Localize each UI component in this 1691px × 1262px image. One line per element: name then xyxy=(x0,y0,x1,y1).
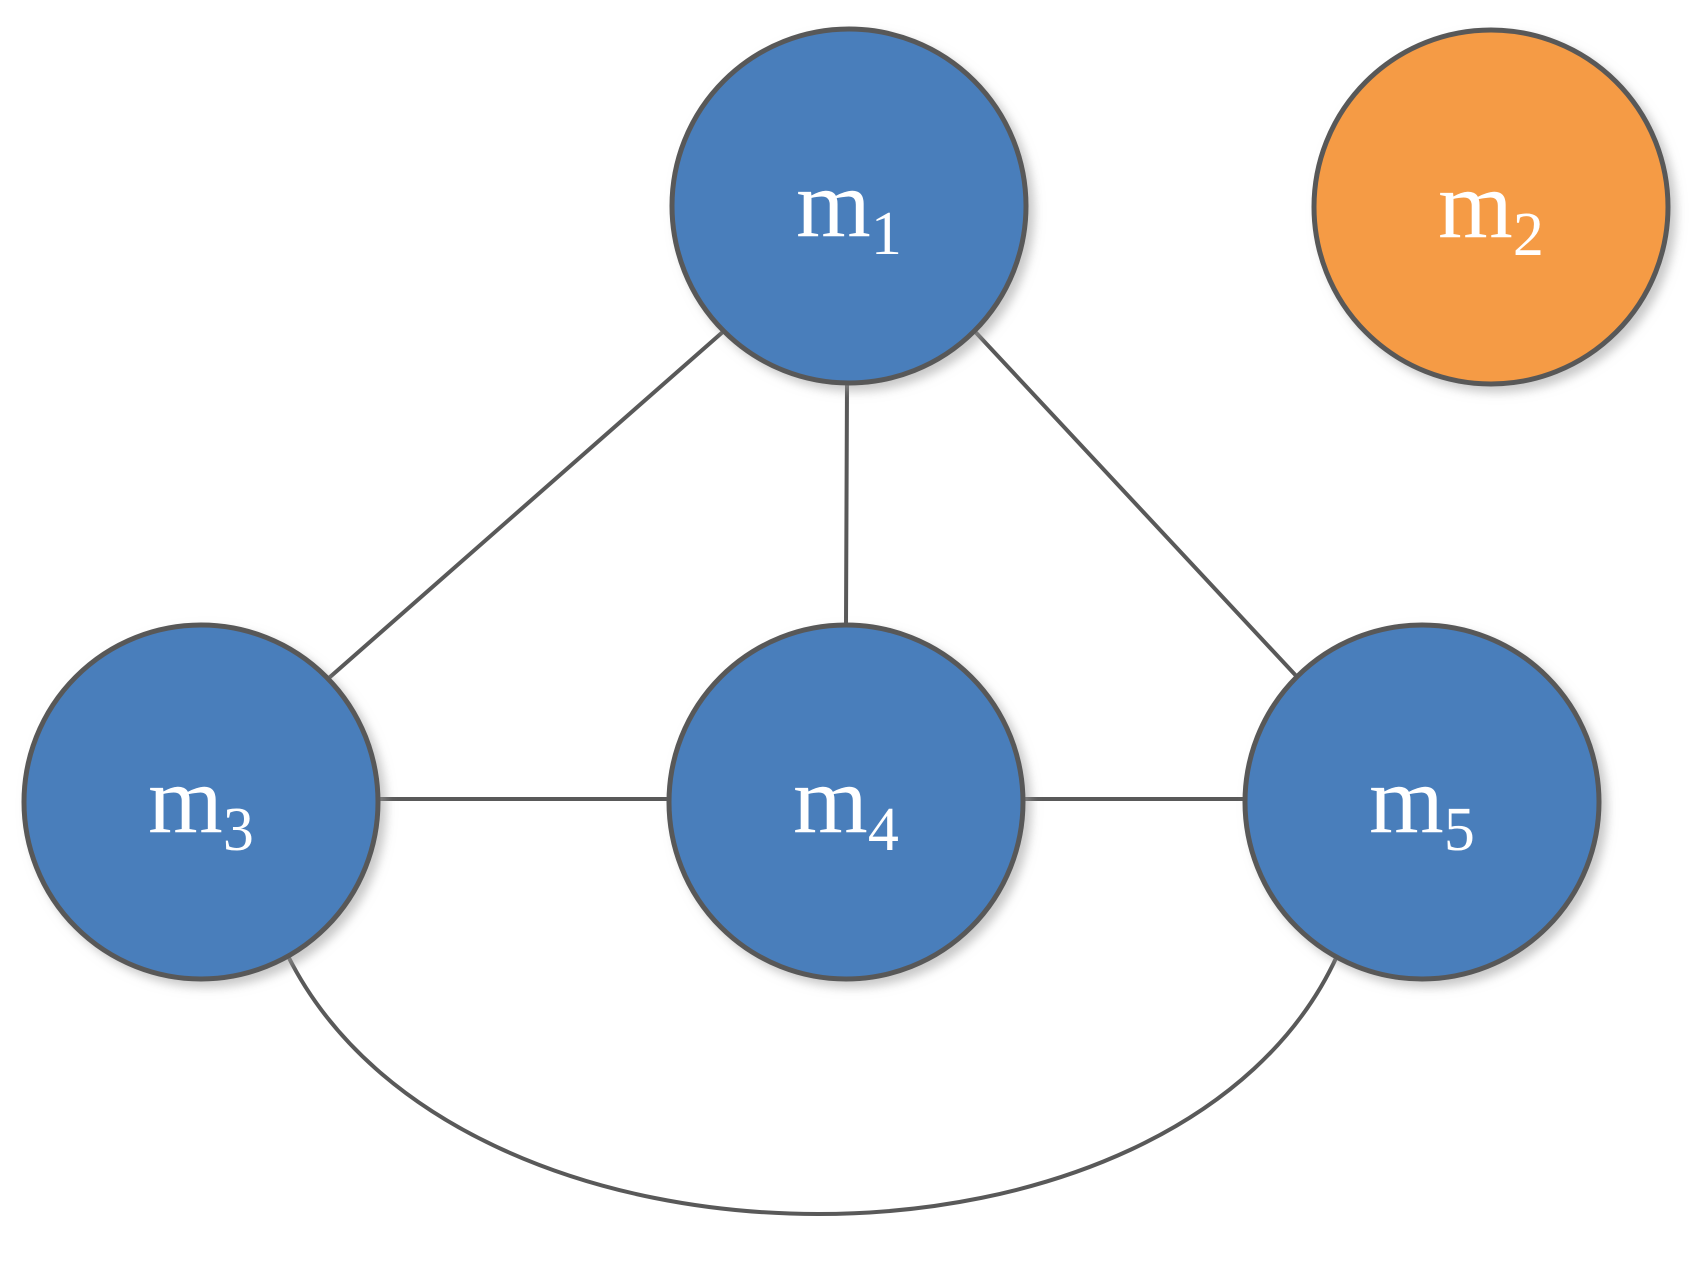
node-m5-base: m xyxy=(1369,746,1444,853)
node-m2[interactable]: m2 xyxy=(1311,27,1671,387)
node-m1-subscript: 1 xyxy=(871,200,902,268)
node-m5-subscript: 5 xyxy=(1444,796,1475,864)
node-m4-base: m xyxy=(793,746,868,853)
node-m1-circle[interactable] xyxy=(669,26,1029,386)
node-m2-label: m2 xyxy=(1438,151,1544,269)
edges-layer xyxy=(286,321,1339,1216)
nodes-layer: m1 m2 m3 m4 xyxy=(21,26,1671,982)
node-m2-base: m xyxy=(1438,151,1513,258)
node-m4[interactable]: m4 xyxy=(666,622,1026,982)
node-m5-circle[interactable] xyxy=(1242,622,1602,982)
node-m4-subscript: 4 xyxy=(868,796,899,864)
node-m5[interactable]: m5 xyxy=(1242,622,1602,982)
node-m4-label: m4 xyxy=(793,746,899,864)
node-m3-base: m xyxy=(148,746,223,853)
node-m1-base: m xyxy=(796,150,871,257)
node-m3-circle[interactable] xyxy=(21,622,381,982)
node-m4-circle[interactable] xyxy=(666,622,1026,982)
node-m3-subscript: 3 xyxy=(223,796,254,864)
node-m1[interactable]: m1 xyxy=(669,26,1029,386)
edge-m1-m4 xyxy=(844,381,849,627)
edge-m3-m5 xyxy=(286,954,1339,1216)
edge-m1-m5 xyxy=(965,321,1302,682)
node-m3-label: m3 xyxy=(148,746,254,864)
node-m3[interactable]: m3 xyxy=(21,622,381,982)
node-m2-subscript: 2 xyxy=(1513,201,1544,269)
node-m1-label: m1 xyxy=(796,150,902,268)
edge-m1-m3 xyxy=(328,328,727,679)
node-m5-label: m5 xyxy=(1369,746,1475,864)
node-m2-circle[interactable] xyxy=(1311,27,1671,387)
